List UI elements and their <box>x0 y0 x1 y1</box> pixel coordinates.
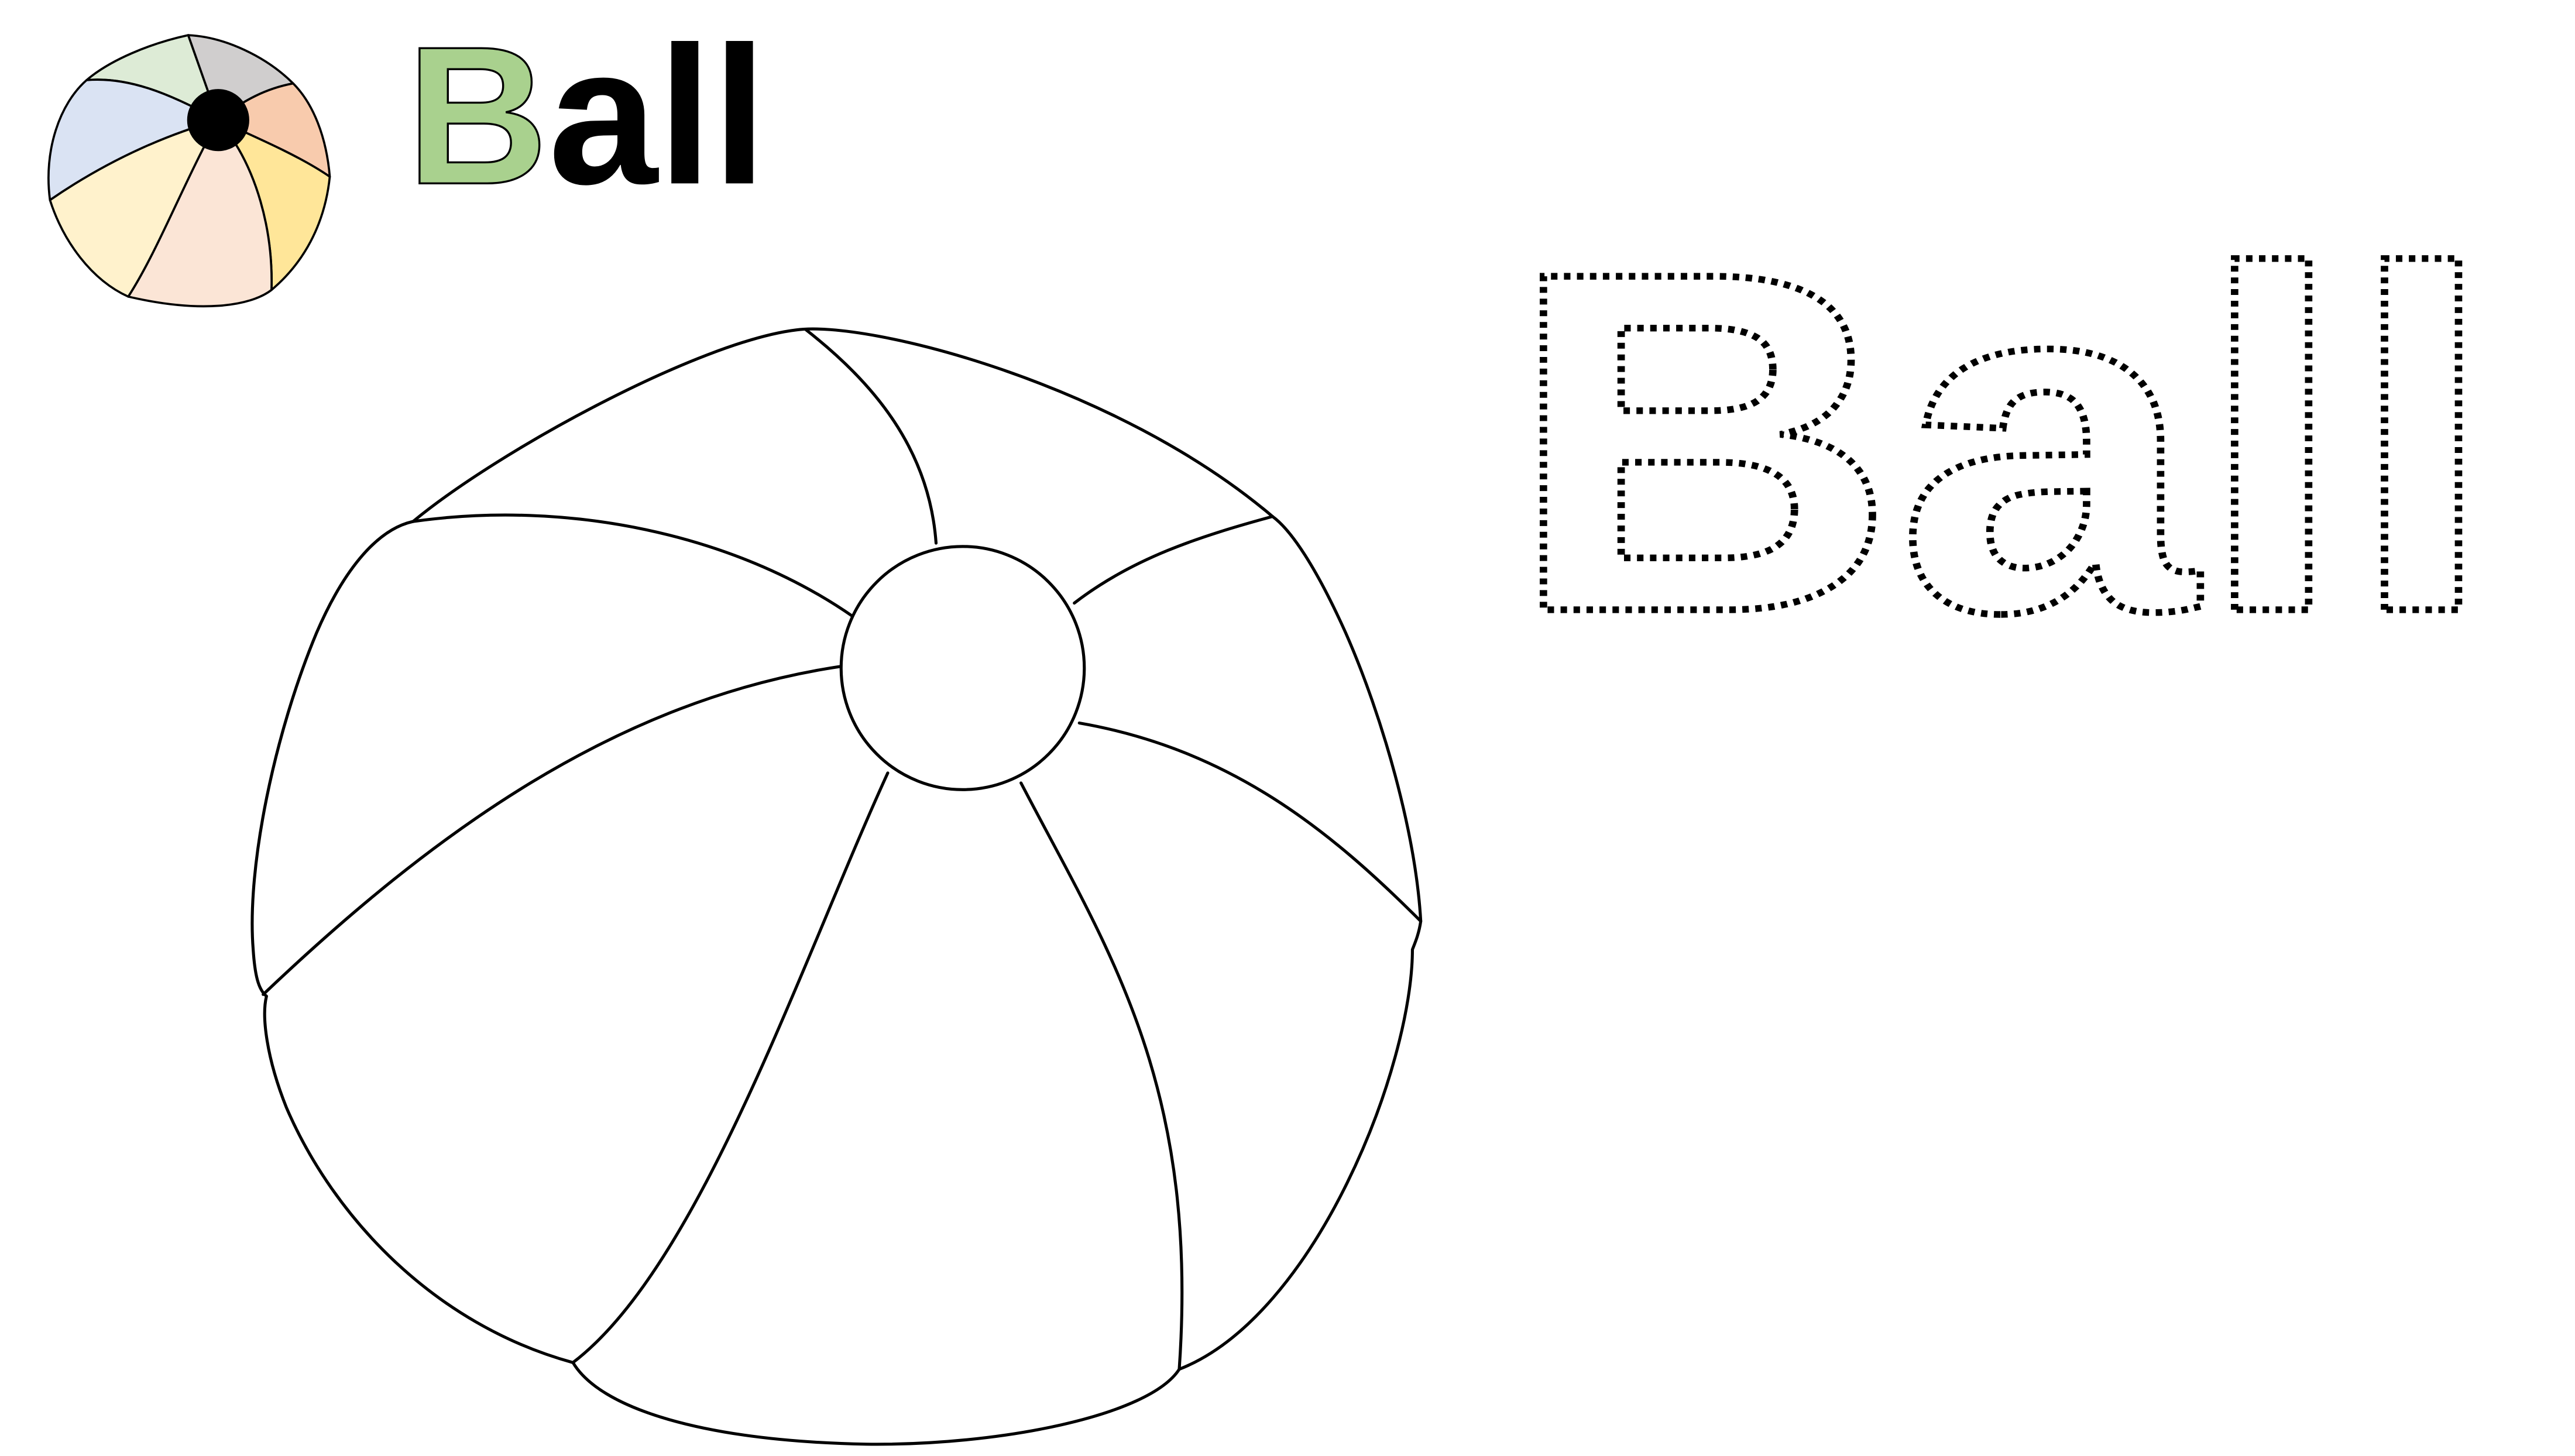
ball-outline-bottom <box>571 1361 1181 1446</box>
ball-outline-top <box>411 327 1274 523</box>
page-title: Ball <box>406 6 767 225</box>
ball-seam-right <box>1077 721 1423 923</box>
ball-seam-upper-right <box>1073 514 1274 605</box>
ball-seam-lower-right <box>1019 781 1184 1371</box>
ball-outline-left <box>250 520 575 1364</box>
tracing-word: Ball <box>1508 171 2497 713</box>
ball-seam-lower-left <box>571 771 890 1364</box>
ball-seam-upper-left <box>411 513 854 618</box>
ball-seam-top <box>804 328 938 545</box>
outline-ball-drawing <box>250 327 1423 1446</box>
ball-panel-blue <box>47 78 219 201</box>
ball-seam-left <box>262 665 843 996</box>
title-first-letter: B <box>406 6 548 225</box>
colored-ball-icon <box>47 34 331 308</box>
ball-center-circle <box>839 545 1086 791</box>
title-rest: all <box>548 6 767 225</box>
ball-outline-right <box>1177 514 1423 1371</box>
ball-center-dot <box>187 89 249 152</box>
